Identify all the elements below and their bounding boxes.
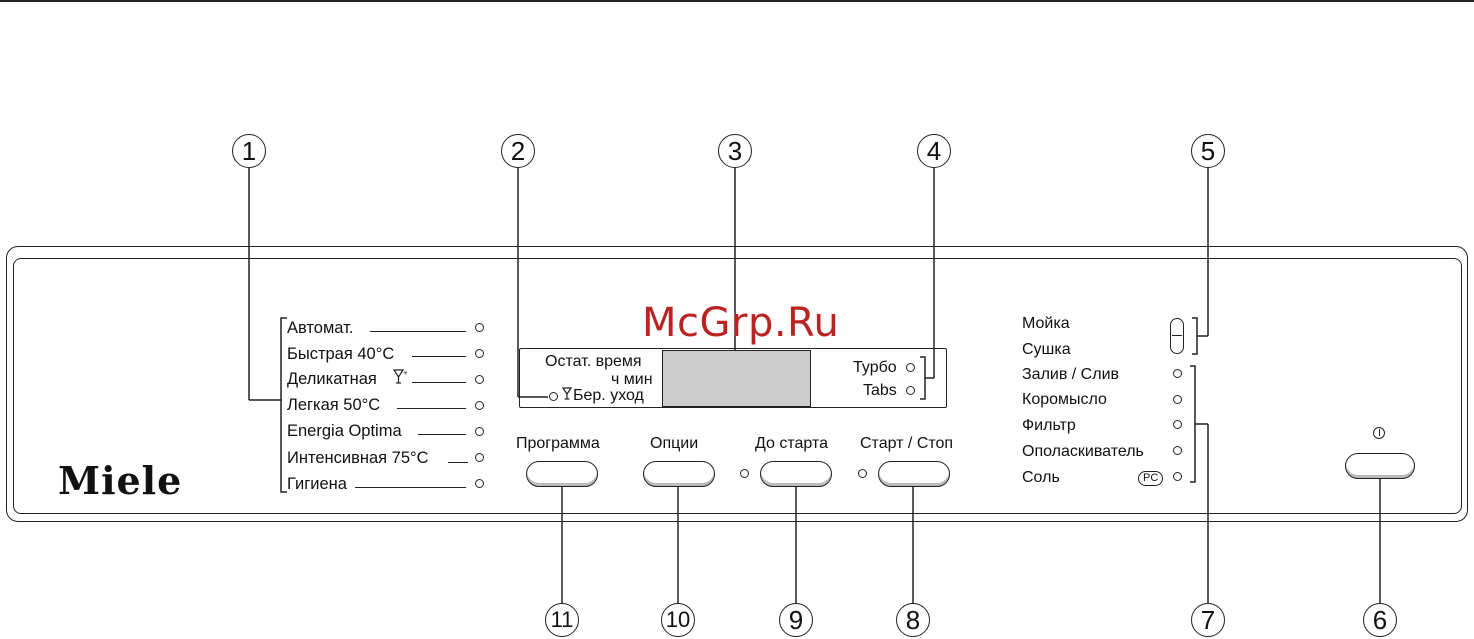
brand-logo: Miele <box>58 458 182 503</box>
delay-start-button[interactable] <box>760 461 832 487</box>
gentle-care-led <box>549 392 558 401</box>
delay-start-led <box>740 469 749 478</box>
turbo-label: Турбо <box>853 360 897 376</box>
delay-start-button-label: До старта <box>755 436 828 452</box>
program-label-quick: Быстрая 40°C <box>287 346 394 363</box>
callout-1: 1 <box>232 134 266 168</box>
salt-led <box>1173 472 1182 481</box>
callout-9: 9 <box>779 603 813 637</box>
hours-minutes-label: ч мин <box>611 372 653 388</box>
svg-text:✳: ✳ <box>403 370 407 377</box>
rinse-aid-led <box>1173 446 1182 455</box>
program-leader <box>412 382 466 383</box>
tabs-label: Tabs <box>863 383 897 399</box>
callout-5: 5 <box>1191 134 1225 168</box>
status-wash-label: Мойка <box>1022 316 1070 332</box>
spray-arm-led <box>1173 395 1182 404</box>
program-leader <box>397 408 466 409</box>
status-filter-label: Фильтр <box>1022 418 1076 434</box>
remaining-time-label: Остат. время <box>545 354 642 370</box>
program-led-intensive <box>475 453 484 462</box>
start-stop-button-label: Старт / Стоп <box>860 436 953 452</box>
status-spray-arm-label: Коромысло <box>1022 392 1107 408</box>
program-label-light: Легкая 50°C <box>287 397 380 414</box>
program-led-light <box>475 401 484 410</box>
status-dry-label: Сушка <box>1022 342 1071 358</box>
program-led-quick <box>475 349 484 358</box>
program-led-energia <box>475 427 484 436</box>
status-rinse-aid-label: Ополаскиватель <box>1022 444 1144 460</box>
program-leader <box>370 331 466 332</box>
options-button[interactable] <box>643 461 715 487</box>
power-button[interactable] <box>1345 453 1415 479</box>
callout-3: 3 <box>718 134 752 168</box>
wash-dry-indicator <box>1170 318 1184 354</box>
program-label-intensive: Интенсивная 75°C <box>287 450 429 467</box>
watermark: McGrp.Ru <box>642 300 839 346</box>
program-label-delicate: Деликатная <box>287 371 377 388</box>
callout-2: 2 <box>501 134 535 168</box>
program-label-energia: Energia Optima <box>287 423 402 440</box>
pc-badge: PC <box>1138 471 1163 486</box>
start-stop-button[interactable] <box>878 461 950 487</box>
tabs-led <box>906 386 915 395</box>
program-label-automatic: Автомат. <box>287 320 353 337</box>
program-led-automatic <box>475 323 484 332</box>
callout-10: 10 <box>661 603 695 637</box>
program-button[interactable] <box>526 461 598 487</box>
glass-icon <box>562 387 572 401</box>
status-fill-drain-label: Залив / Слив <box>1022 367 1119 383</box>
program-leader <box>448 462 468 463</box>
gentle-care-label: Бер. уход <box>573 388 644 404</box>
options-button-label: Опции <box>650 436 698 452</box>
program-led-delicate <box>475 375 484 384</box>
status-salt-label: Соль <box>1022 470 1060 486</box>
power-icon <box>1373 427 1385 439</box>
program-leader <box>412 356 466 357</box>
filter-led <box>1173 420 1182 429</box>
program-leader <box>418 434 466 435</box>
turbo-led <box>906 363 915 372</box>
program-label-hygiene: Гигиена <box>287 476 347 493</box>
fill-drain-led <box>1173 369 1182 378</box>
program-leader <box>355 487 466 488</box>
time-display <box>662 350 811 407</box>
program-button-label: Программа <box>516 436 600 452</box>
glass-icon: ✳ <box>393 369 407 385</box>
callout-7: 7 <box>1191 603 1225 637</box>
callout-4: 4 <box>917 134 951 168</box>
callout-8: 8 <box>896 603 930 637</box>
callout-11: 11 <box>545 603 579 637</box>
program-led-hygiene <box>475 479 484 488</box>
callout-6: 6 <box>1363 603 1397 637</box>
start-stop-led <box>858 469 867 478</box>
